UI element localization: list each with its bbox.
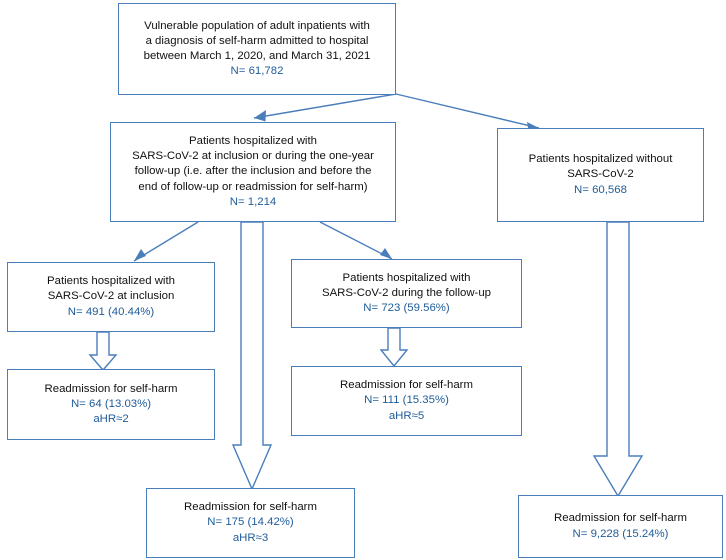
node-readmission-covid-any[interactable]: Readmission for self-harm N= 175 (14.42%…	[146, 488, 355, 558]
node-no-covid[interactable]: Patients hospitalized without SARS-CoV-2…	[497, 128, 704, 222]
node-readmission-covid-any-value: N= 175 (14.42%)	[207, 516, 294, 529]
node-cohort-line-2: a diagnosis of self-harm admitted to hos…	[145, 34, 369, 47]
node-readmission-no-covid-value: N= 9,228 (15.24%)	[572, 527, 669, 540]
arrow-covid-any-to-inclusion	[133, 221, 199, 262]
node-readmission-no-covid[interactable]: Readmission for self-harm N= 9,228 (15.2…	[518, 495, 723, 558]
block-arrow-followup-to-readmission	[379, 327, 409, 368]
node-readmission-inclusion-ahr: aHR≈2	[93, 413, 129, 426]
block-arrow-covid-any-to-readmission	[231, 221, 273, 491]
node-readmission-followup-value: N= 111 (15.35%)	[364, 394, 449, 407]
arrow-covid-any-to-followup	[319, 221, 393, 260]
node-cohort-line-1: Vulnerable population of adult inpatient…	[144, 19, 370, 32]
node-readmission-no-covid-line-1: Readmission for self-harm	[554, 512, 687, 525]
node-covid-any-line-3: follow-up (i.e. after the inclusion and …	[134, 165, 372, 178]
node-readmission-inclusion-value: N= 64 (13.03%)	[70, 397, 152, 410]
node-readmission-inclusion[interactable]: Readmission for self-harm N= 64 (13.03%)…	[7, 369, 215, 440]
node-no-covid-value: N= 60,568	[574, 183, 627, 196]
node-cohort-value: N= 61,782	[230, 65, 284, 78]
node-no-covid-line-1: Patients hospitalized without	[528, 153, 673, 166]
node-covid-inclusion-value: N= 491 (40.44%)	[67, 305, 155, 318]
node-cohort-line-3: between March 1, 2020, and March 31, 202…	[143, 50, 371, 62]
node-covid-followup-line-1: Patients hospitalized with	[342, 271, 471, 284]
block-arrow-no-covid-to-readmission	[592, 221, 644, 498]
node-covid-inclusion[interactable]: Patients hospitalized with SARS-CoV-2 at…	[7, 262, 215, 332]
node-readmission-followup[interactable]: Readmission for self-harm N= 111 (15.35%…	[291, 366, 522, 436]
node-readmission-inclusion-line-1: Readmission for self-harm	[44, 382, 178, 395]
node-readmission-covid-any-ahr: aHR≈3	[232, 531, 269, 544]
node-covid-inclusion-line-1: Patients hospitalized with	[47, 275, 175, 288]
node-readmission-followup-ahr: aHR≈5	[388, 409, 425, 422]
arrow-cohort-to-covid-any	[253, 93, 397, 122]
node-covid-any-line-4: end of follow-up or readmission for self…	[138, 180, 368, 193]
node-covid-any[interactable]: Patients hospitalized with SARS-CoV-2 at…	[110, 122, 396, 222]
node-cohort[interactable]: Vulnerable population of adult inpatient…	[118, 3, 396, 95]
block-arrow-inclusion-to-readmission	[88, 331, 118, 372]
node-covid-any-value: N= 1,214	[229, 195, 277, 208]
node-covid-followup[interactable]: Patients hospitalized with SARS-CoV-2 du…	[291, 259, 522, 328]
node-covid-any-line-2: SARS-CoV-2 at inclusion or during the on…	[132, 150, 374, 163]
node-covid-followup-line-2: SARS-CoV-2 during the follow-up	[321, 286, 492, 299]
node-covid-any-line-1: Patients hospitalized with	[189, 135, 317, 148]
node-readmission-covid-any-line-1: Readmission for self-harm	[184, 501, 317, 514]
node-covid-inclusion-line-2: SARS-CoV-2 at inclusion	[47, 290, 175, 303]
node-covid-followup-value: N= 723 (59.56%)	[363, 302, 450, 315]
node-no-covid-line-2: SARS-CoV-2	[567, 168, 634, 181]
node-readmission-followup-line-1: Readmission for self-harm	[340, 379, 473, 392]
